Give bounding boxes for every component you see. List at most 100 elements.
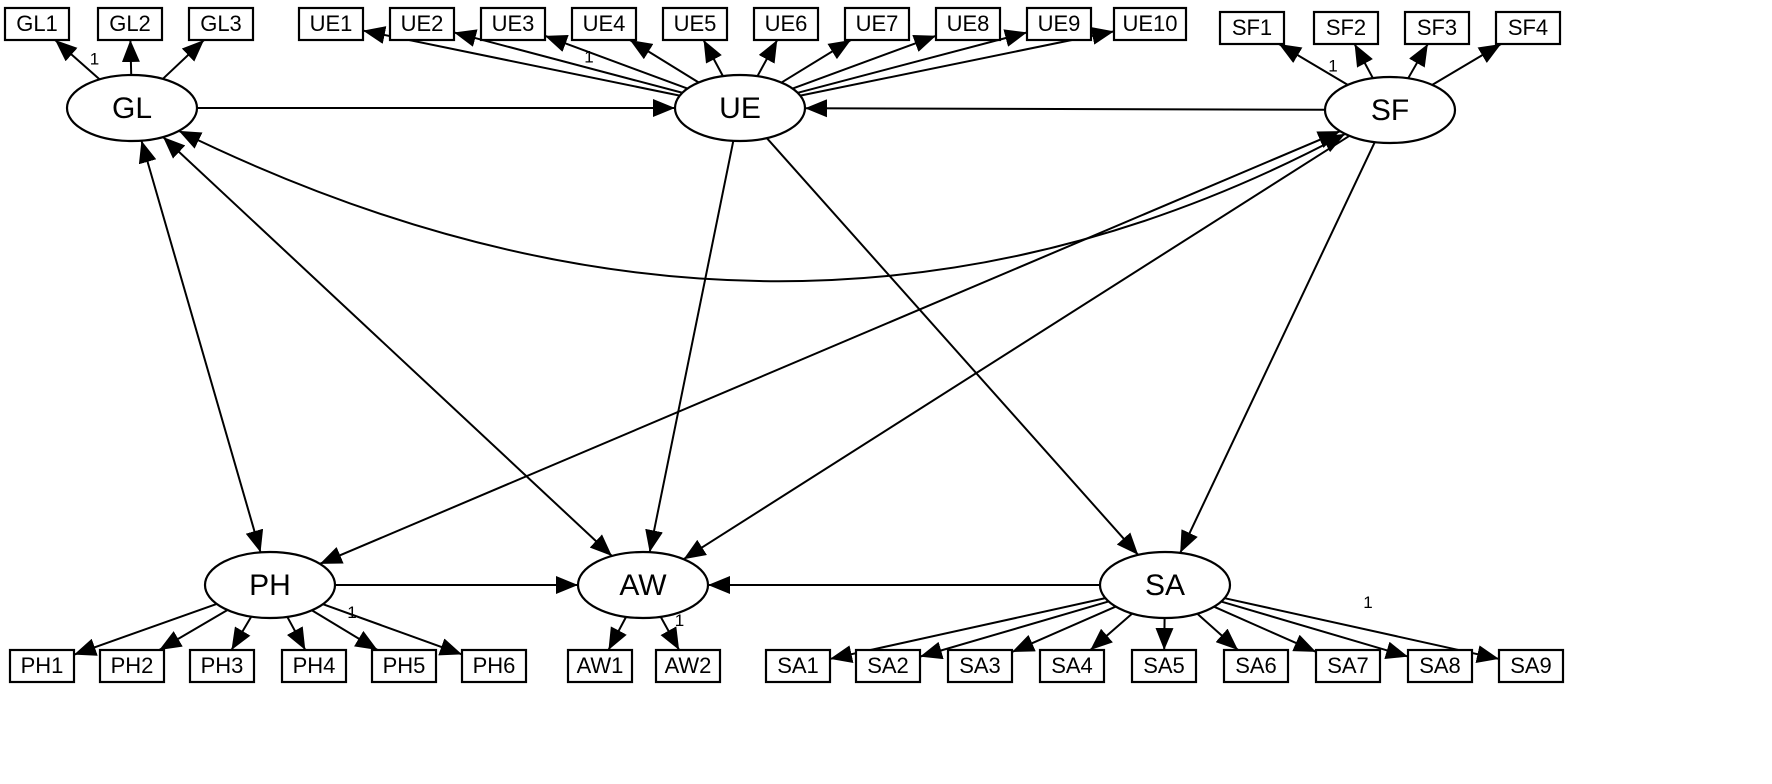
indicator-ue5[interactable]: UE5 [661,6,729,42]
indicator-ph4[interactable]: PH4 [280,648,348,684]
latent-sf[interactable]: SF [1323,75,1457,145]
indicator-box [1314,648,1382,684]
indicator-box [479,6,547,42]
indicator-sf3[interactable]: SF3 [1403,10,1471,46]
latent-sa[interactable]: SA [1098,550,1232,620]
indicator-ue9[interactable]: UE9 [1025,6,1093,42]
indicator-ue4[interactable]: UE4 [570,6,638,42]
indicator-label: UE1 [310,11,353,36]
indicator-ph5[interactable]: PH5 [370,648,438,684]
indicator-ue10[interactable]: UE10 [1112,6,1188,42]
indicator-gl1[interactable]: GL1 [3,6,71,42]
indicator-ue8[interactable]: UE8 [934,6,1002,42]
indicator-label: PH4 [293,653,336,678]
latent-ue[interactable]: UE [673,73,807,143]
indicator-label: UE6 [765,11,808,36]
indicator-sa8[interactable]: SA8 [1406,648,1474,684]
indicator-label: SF1 [1232,15,1272,40]
loading-sa-sa4 [1089,612,1133,651]
indicator-box [1218,10,1286,46]
latent-ellipse [65,73,199,143]
latent-gl[interactable]: GL [65,73,199,143]
indicator-label: UE4 [583,11,626,36]
indicator-sa3[interactable]: SA3 [946,648,1014,684]
loading-sf-sf4 [1431,43,1502,86]
indicator-label: AW1 [577,653,624,678]
latent-ph[interactable]: PH [203,550,337,620]
loading-ue-ue3 [544,34,688,90]
indicator-box [1312,10,1380,46]
indicator-gl3[interactable]: GL3 [187,6,255,42]
path-ue-sa [766,137,1139,556]
indicator-box [280,648,348,684]
indicator-box [934,6,1002,42]
indicator-sa2[interactable]: SA2 [854,648,922,684]
indicator-sa9[interactable]: SA9 [1497,648,1565,684]
loading-sf-sf2 [1353,43,1374,79]
indicator-label: SA6 [1235,653,1277,678]
covariance-gl-sf [178,130,1346,283]
covariance-ph-sf [319,130,1341,565]
indicator-box [1112,6,1188,42]
indicator-aw1[interactable]: AW1 [566,648,634,684]
indicator-ue6[interactable]: UE6 [752,6,820,42]
indicator-label: SA1 [777,653,819,678]
indicator-label: AW2 [665,653,712,678]
indicator-ue3[interactable]: UE3 [479,6,547,42]
indicator-label: SA3 [959,653,1001,678]
indicator-ph2[interactable]: PH2 [98,648,166,684]
latent-label: SA [1145,569,1185,602]
loading-aw-aw2 [659,616,680,651]
indicator-ph6[interactable]: PH6 [460,648,528,684]
latent-label: PH [249,569,291,602]
loading-gl-gl1 [54,39,101,81]
loading-sa-sa6 [1196,612,1239,651]
indicator-box [3,6,71,42]
indicator-box [570,6,638,42]
indicator-sa5[interactable]: SA5 [1130,648,1198,684]
indicator-gl2[interactable]: GL2 [96,6,164,42]
covariance-gl-ph [138,140,264,553]
indicator-box [854,648,922,684]
indicator-sf2[interactable]: SF2 [1312,10,1380,46]
indicator-box [566,648,634,684]
latent-ellipse [1098,550,1232,620]
loading-ue-ue7 [780,39,852,84]
indicator-ue2[interactable]: UE2 [388,6,456,42]
indicator-label: UE3 [492,11,535,36]
indicator-box [388,6,456,42]
indicator-sa1[interactable]: SA1 [764,648,832,684]
indicator-label: UE2 [401,11,444,36]
indicator-box [1038,648,1106,684]
indicator-label: SF3 [1417,15,1457,40]
indicator-ue1[interactable]: UE1 [297,6,365,42]
indicator-ph1[interactable]: PH1 [8,648,76,684]
loading-ue-ue8 [792,34,937,90]
indicator-sa7[interactable]: SA7 [1314,648,1382,684]
indicator-label: SA5 [1143,653,1185,678]
fixed-loading-label-ue2: 1 [584,47,593,66]
indicator-box [1130,648,1198,684]
indicator-label: PH5 [383,653,426,678]
covariance-gl-aw [162,136,613,557]
indicator-box [460,648,528,684]
indicator-box [752,6,820,42]
latent-aw[interactable]: AW [576,550,710,620]
indicator-ph3[interactable]: PH3 [188,648,256,684]
loading-ue-ue9 [797,29,1028,94]
loading-ph-ph6 [322,603,463,656]
loading-ph-ph4 [286,616,307,651]
indicator-sa6[interactable]: SA6 [1222,648,1290,684]
indicator-sa4[interactable]: SA4 [1038,648,1106,684]
fixed-loading-label-aw2: 1 [675,611,684,630]
path-sf-ue [804,99,1326,118]
indicator-aw2[interactable]: AW2 [654,648,722,684]
indicator-sf4[interactable]: SF4 [1494,10,1562,46]
indicator-label: SF2 [1326,15,1366,40]
edges-layer [54,26,1502,663]
indicator-ue7[interactable]: UE7 [843,6,911,42]
loading-ue-ue5 [702,39,724,77]
indicator-sf1[interactable]: SF1 [1218,10,1286,46]
